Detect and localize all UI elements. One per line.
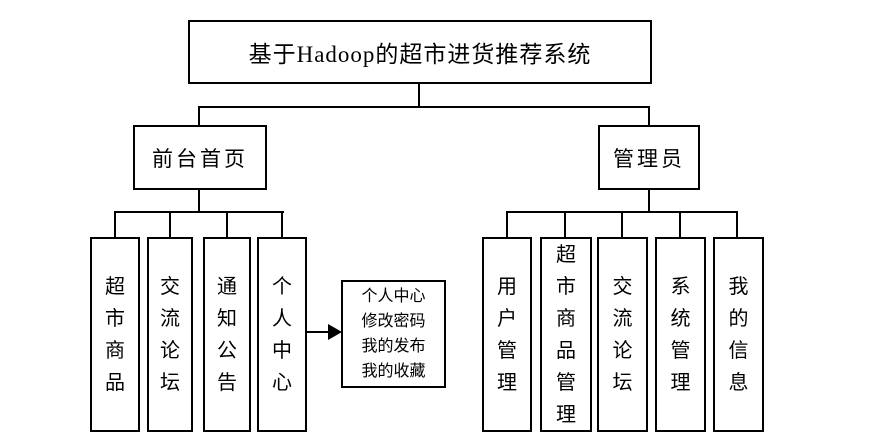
arrow-head-icon (328, 324, 342, 340)
arrow-line (307, 331, 330, 333)
front-home-label: 前台首页 (152, 146, 248, 171)
connector-to-front-home (198, 106, 200, 125)
connector-to-admin (648, 106, 650, 125)
leaf-forum-admin: 交流论坛 (597, 237, 648, 432)
connector-admin-child-4 (679, 211, 681, 237)
leaf-supermarket-goods-label: 超市商品 (105, 275, 125, 394)
connector-front-child-1 (114, 211, 116, 237)
connector-front-horizontal (114, 211, 284, 213)
admin-box: 管理员 (598, 125, 700, 190)
connector-front-child-2 (169, 211, 171, 237)
root-node-label: 基于Hadoop的超市进货推荐系统 (248, 42, 592, 67)
connector-front-child-4 (281, 211, 283, 237)
leaf-announcements: 通知公告 (203, 237, 251, 432)
leaf-supermarket-goods: 超市商品 (90, 237, 140, 432)
leaf-user-management: 用户管理 (482, 237, 532, 432)
leaf-my-info: 我的信息 (713, 237, 764, 432)
leaf-personal-center: 个人中心 (257, 237, 307, 432)
front-home-box: 前台首页 (133, 125, 267, 190)
connector-front-down (198, 190, 200, 213)
connector-admin-child-1 (506, 211, 508, 237)
note-line-3: 我的发布 (361, 338, 426, 355)
leaf-personal-center-label: 个人中心 (272, 275, 292, 394)
admin-label: 管理员 (613, 146, 685, 171)
leaf-forum-admin-label: 交流论坛 (612, 275, 633, 394)
connector-admin-child-5 (736, 211, 738, 237)
connector-admin-down (648, 190, 650, 213)
leaf-system-management: 系统管理 (655, 237, 706, 432)
note-line-1: 个人中心 (361, 288, 426, 305)
leaf-supermarket-goods-management-label: 超市商品管理 (556, 243, 576, 426)
note-line-2: 修改密码 (361, 313, 426, 330)
connector-admin-child-3 (621, 211, 623, 237)
connector-root-vertical (418, 84, 420, 108)
root-node-box: 基于Hadoop的超市进货推荐系统 (188, 20, 652, 84)
leaf-forum-label: 交流论坛 (160, 275, 180, 394)
leaf-supermarket-goods-management: 超市商品管理 (540, 237, 592, 432)
connector-level1-horizontal (198, 106, 650, 108)
leaf-system-management-label: 系统管理 (670, 275, 691, 394)
note-line-4: 我的收藏 (361, 363, 426, 380)
personal-center-note-box: 个人中心 修改密码 我的发布 我的收藏 (341, 280, 446, 388)
connector-admin-child-2 (564, 211, 566, 237)
leaf-forum: 交流论坛 (147, 237, 193, 432)
leaf-my-info-label: 我的信息 (728, 275, 749, 394)
leaf-announcements-label: 通知公告 (217, 275, 237, 394)
leaf-user-management-label: 用户管理 (497, 275, 517, 394)
connector-front-child-3 (226, 211, 228, 237)
